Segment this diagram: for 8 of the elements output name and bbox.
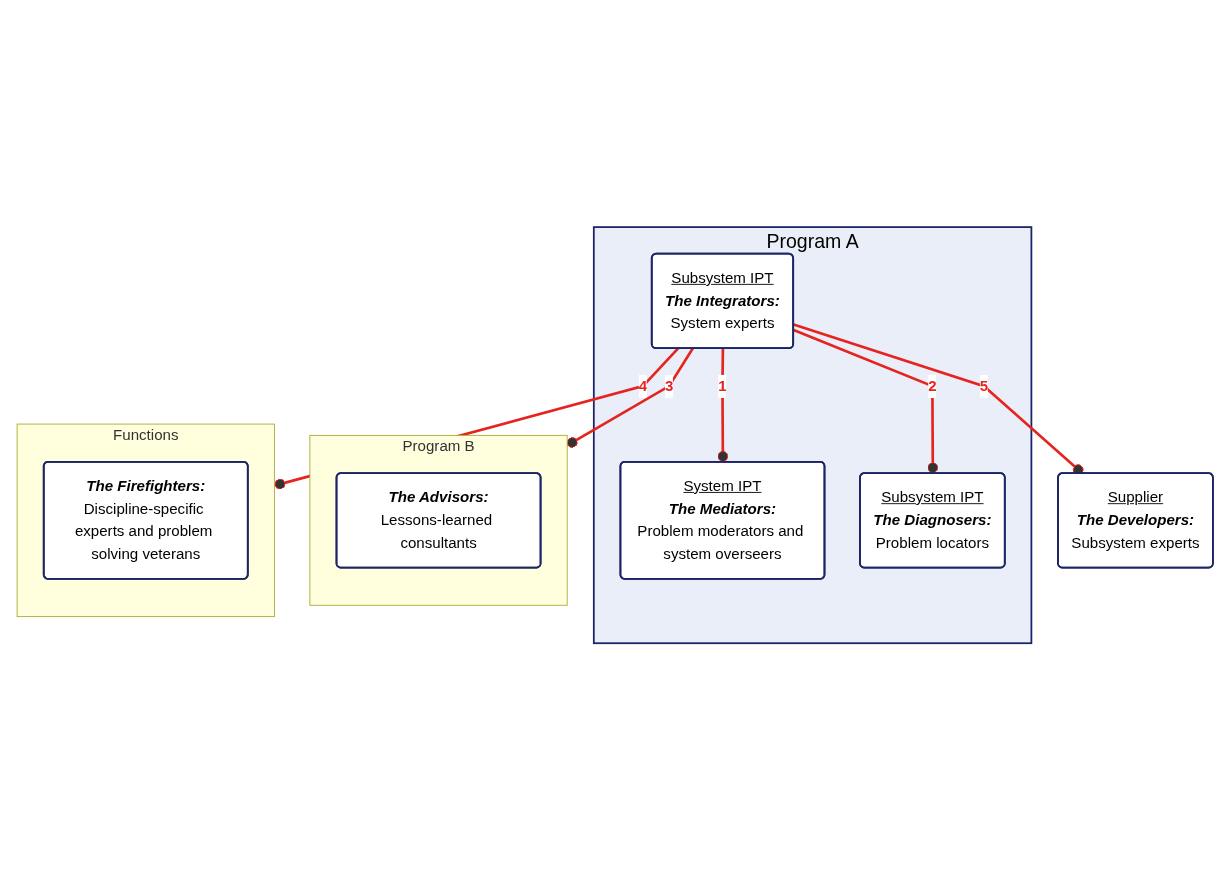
connector (717, 348, 729, 463)
edge-label: 2 (928, 377, 937, 395)
edge-label: 1 (718, 377, 727, 395)
connector (566, 347, 694, 449)
edge-label: 3 (664, 377, 674, 395)
connector (793, 329, 939, 474)
edge-label: 4 (638, 377, 648, 395)
edge-label: 5 (979, 377, 989, 395)
